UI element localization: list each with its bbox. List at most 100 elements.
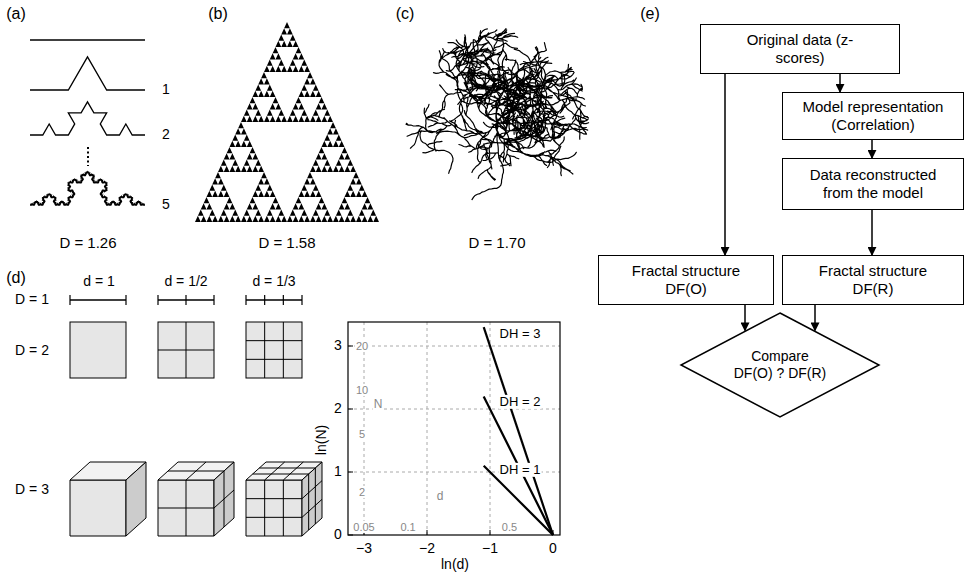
figure-label: D = 1 [15, 292, 49, 307]
cube-grid [253, 474, 309, 475]
axis-tick [348, 535, 353, 536]
segment-tick [157, 295, 158, 305]
panel-label: (e) [640, 5, 660, 23]
axis-tick [348, 346, 353, 347]
square-unit [246, 322, 302, 378]
figure-label: 0.1 [399, 521, 416, 533]
axis-tick [348, 472, 353, 473]
cube-side [214, 462, 234, 536]
figure-label: 10 [355, 384, 369, 396]
cube-unit [70, 462, 146, 536]
dimension-line [484, 327, 553, 535]
figure-label: 3 [334, 338, 342, 353]
cube-grid [168, 471, 224, 472]
cube-side [126, 462, 146, 536]
cube-grid [302, 499, 322, 517]
figure-label: 2 [334, 401, 342, 416]
koch-curve [30, 57, 145, 90]
artwork [30, 22, 589, 536]
segment-line [246, 299, 302, 301]
figure-label: ln(d) [441, 557, 469, 572]
cube-unit [246, 462, 322, 536]
grid-line [490, 322, 491, 535]
segment-tick [301, 295, 302, 305]
flow-arrow [871, 140, 873, 158]
figure-label: D = 2 [15, 343, 49, 358]
square-unit [158, 322, 214, 378]
process-box: Original data (z-scores) [700, 24, 900, 74]
figure-label: −1 [482, 541, 498, 556]
square-grid [264, 322, 265, 378]
square-grid [158, 350, 214, 351]
dimension-line [484, 396, 553, 535]
cube-grid [265, 462, 285, 480]
square-grid [246, 359, 302, 360]
square-face [246, 322, 302, 378]
flow-arrow [871, 210, 873, 255]
axis-tick [348, 409, 353, 410]
segment-unit [70, 295, 126, 305]
figure-label: 2 [358, 485, 366, 497]
cube-grid [308, 474, 309, 530]
figure-label: N [373, 398, 384, 411]
cube-grid [302, 481, 322, 499]
square-unit [70, 322, 126, 378]
cube-grid [315, 468, 316, 524]
figure-label: DH = 1 [499, 463, 542, 477]
figure-label: 5 [358, 428, 366, 440]
figure-label: d = 1/3 [252, 274, 295, 289]
panel-label: (b) [208, 5, 228, 23]
cube-grid [283, 480, 284, 536]
figure-label: 20 [355, 340, 369, 352]
figure-label: DH = 3 [499, 327, 542, 341]
cube-front [158, 480, 214, 536]
process-box: Fractal structure DF(R) [782, 255, 964, 305]
cube-grid [259, 468, 315, 469]
panel-label: (d) [6, 269, 26, 287]
figure-label: d [436, 491, 445, 504]
cube-unit [158, 462, 234, 536]
cube-front [70, 480, 126, 536]
segment-tick [283, 295, 284, 305]
node-text: Model representation (Correlation) [791, 98, 956, 134]
segment-tick [264, 295, 265, 305]
figure-label: 0 [334, 527, 342, 542]
flow-arrow [744, 305, 746, 331]
cube-grid [158, 508, 214, 509]
process-box: Fractal structure DF(O) [598, 255, 774, 305]
figure-label: D = 3 [15, 482, 49, 497]
node-text: Original data (z-scores) [738, 31, 863, 67]
ellipsis-dots [87, 147, 89, 166]
cube-grid [246, 517, 302, 518]
diamond-shape [681, 313, 879, 417]
grid-line [348, 346, 560, 347]
figure-label: −3 [356, 541, 372, 556]
axis-tick [490, 530, 491, 535]
segment-tick [245, 295, 246, 305]
figure-label: D = 1.26 [59, 235, 116, 252]
figure-label: 0.05 [352, 521, 375, 533]
koch-curve [30, 102, 145, 135]
node-text: Fractal structure DF(O) [621, 262, 751, 298]
square-face [158, 322, 214, 378]
segment-line [70, 299, 126, 301]
figure-label: 0 [549, 541, 557, 556]
log-plot [348, 322, 560, 535]
figure-label: 0.5 [501, 521, 518, 533]
cube-grid [214, 490, 234, 508]
flow-arrow [839, 74, 841, 92]
segment-tick [213, 295, 214, 305]
cube-side [302, 462, 322, 536]
segment-tick [69, 295, 70, 305]
cube-grid [246, 498, 302, 499]
node-text: Compare DF(O) ? DF(R) [730, 348, 830, 382]
segment-tick [185, 295, 186, 305]
segment-unit [246, 295, 302, 305]
koch-curve [30, 172, 145, 205]
figure-label: D = 1.58 [258, 235, 315, 252]
figure-label: 1 [334, 464, 342, 479]
flow-arrow [814, 305, 816, 331]
koch-curve [30, 39, 145, 40]
